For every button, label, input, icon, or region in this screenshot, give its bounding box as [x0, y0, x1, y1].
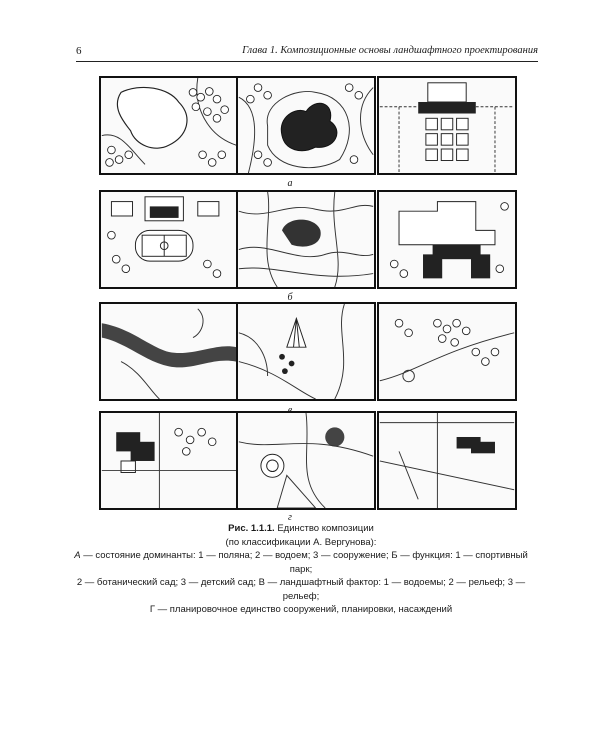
- plan-b1-sports: [99, 190, 239, 289]
- caption-line-3: Г — планировочное единство сооружений, п…: [149, 604, 453, 615]
- caption-title-line: Рис. 1.1.1. Единство композиции: [66, 522, 536, 536]
- plan-b2-botanical: [236, 190, 376, 289]
- row-label-a: а: [287, 178, 293, 189]
- caption-line-1: А — состояние доминанты: 1 — поляна; 2 —…: [66, 549, 536, 576]
- figure-caption: Рис. 1.1.1. Единство композиции (по клас…: [66, 522, 536, 617]
- figure-title: Единство композиции: [277, 523, 374, 534]
- plan-d2-unity: [236, 411, 376, 510]
- plan-a3-structure: [377, 76, 517, 175]
- plan-b3-kindergarten: [377, 190, 517, 289]
- row-label-b: б: [287, 292, 293, 303]
- running-head: Глава 1. Композиционные основы ландшафтн…: [242, 45, 538, 56]
- caption-line-1-letter: А: [74, 550, 81, 561]
- plan-d3-unity: [377, 411, 517, 510]
- caption-line-1-text: — состояние доминанты: 1 — поляна; 2 — в…: [80, 550, 528, 575]
- page-number: 6: [76, 45, 82, 57]
- caption-line-2: 2 — ботанический сад; 3 — детский сад; В…: [76, 577, 526, 602]
- plan-c3-relief: [377, 302, 517, 401]
- plan-a2-pond: [236, 76, 376, 175]
- header-rule: [76, 61, 538, 62]
- plan-d1-unity: [99, 411, 239, 510]
- row-label-d: г: [288, 512, 292, 523]
- figure-number: Рис. 1.1.1.: [228, 523, 275, 534]
- row-label-c: в: [275, 405, 305, 416]
- plan-a1-glade: [99, 76, 239, 175]
- plan-c1-ponds: [99, 302, 239, 401]
- figure-subtitle: (по классификации А. Вергунова):: [225, 536, 377, 548]
- plan-c2-relief: [236, 302, 376, 401]
